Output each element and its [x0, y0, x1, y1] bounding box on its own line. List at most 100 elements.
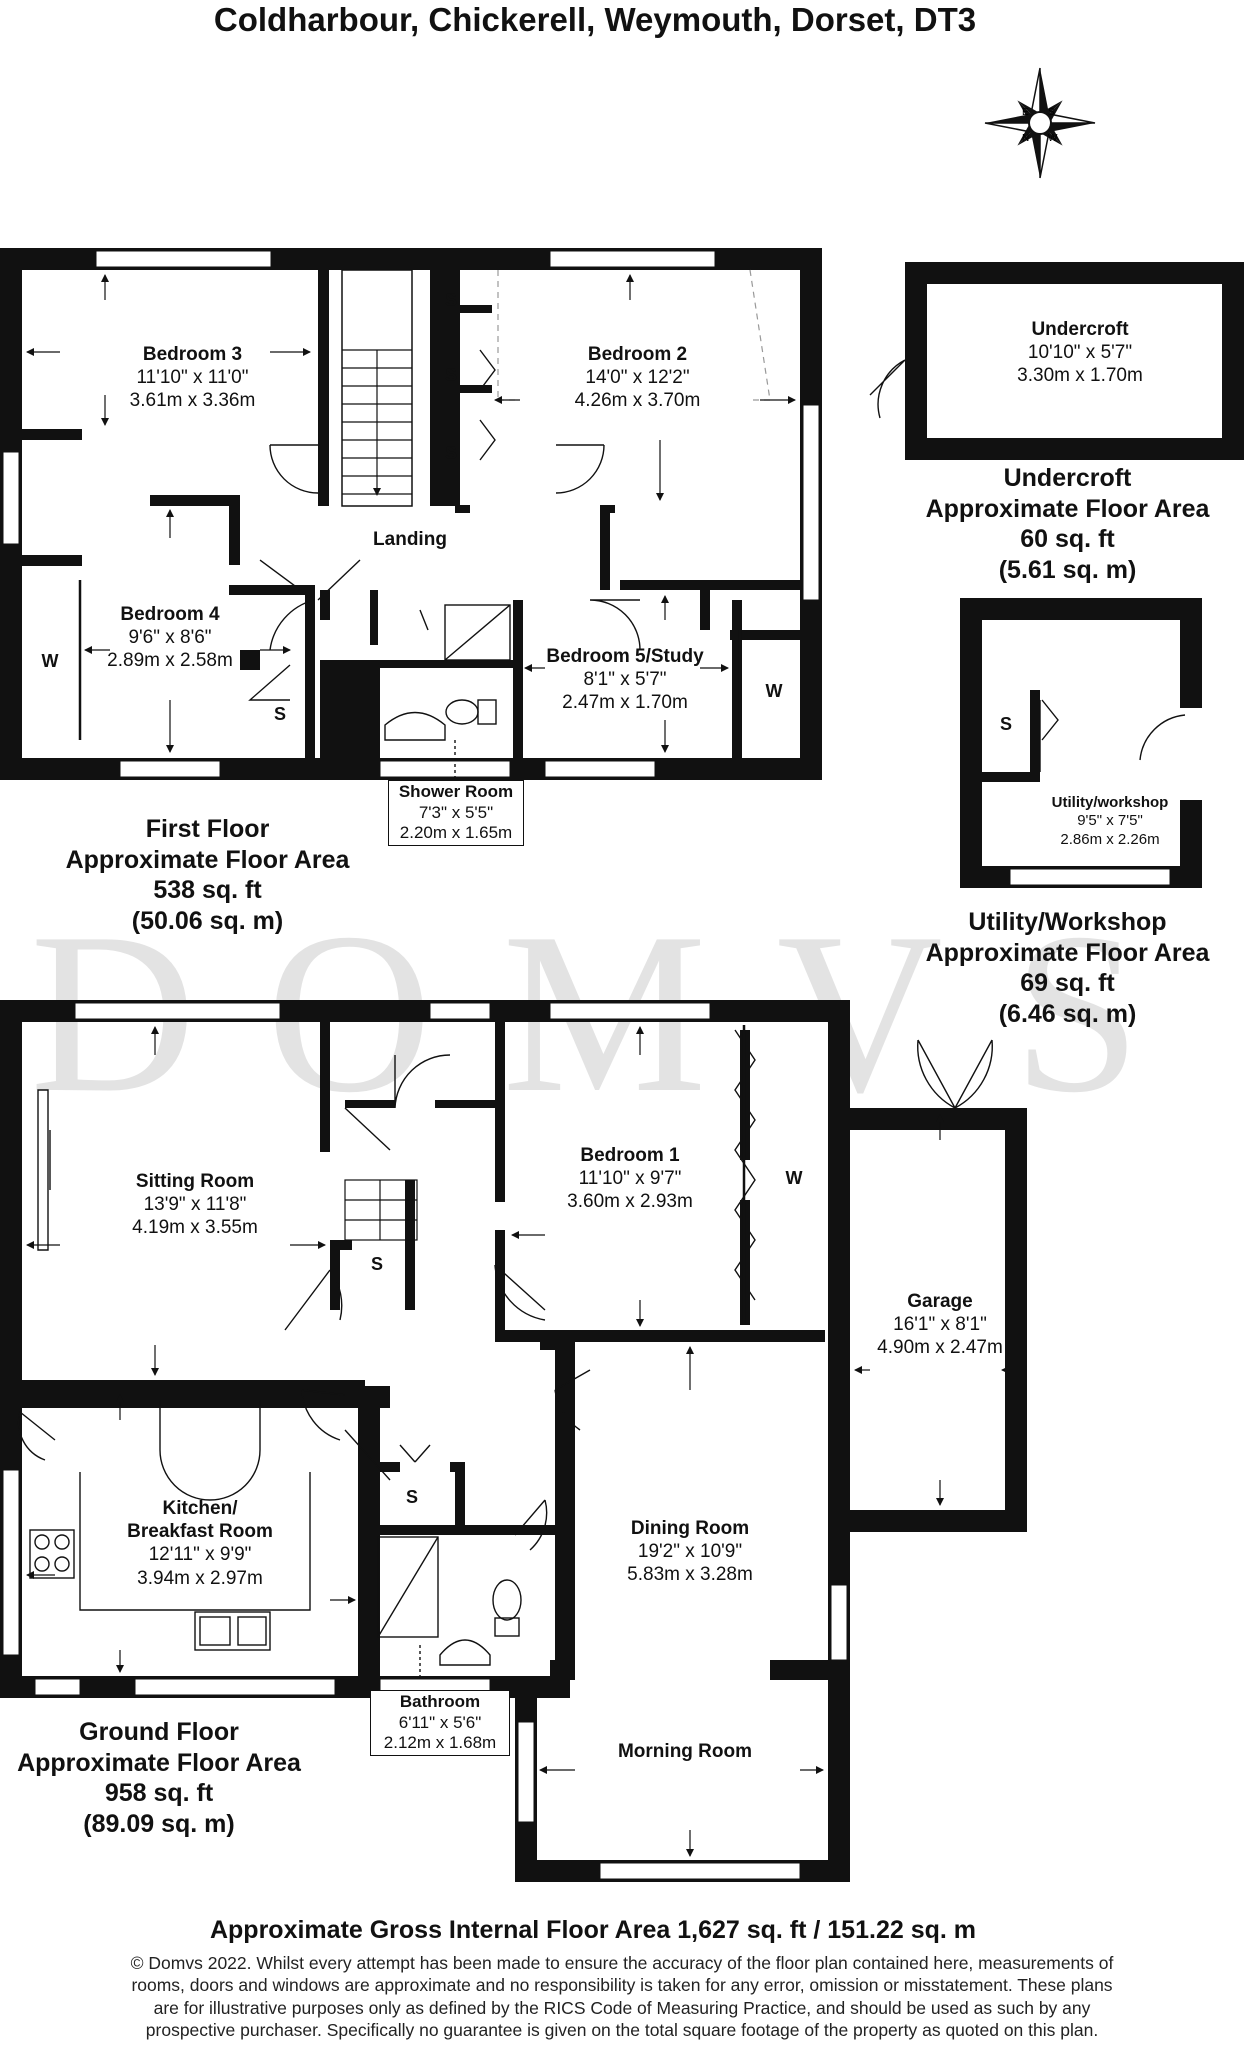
- ground-floor-fixtures: [29, 1089, 522, 1680]
- first-floor-windows: [2, 250, 820, 778]
- room-metric: 2.20m x 1.65m: [399, 823, 513, 843]
- room-metric: 2.47m x 1.70m: [562, 692, 688, 714]
- room-metric: 2.12m x 1.68m: [383, 1733, 497, 1753]
- area-floor-name: First Floor: [145, 815, 270, 843]
- room-metric: 2.86m x 2.26m: [1060, 830, 1160, 848]
- room-bathroom: Bathroom 6'11" x 5'6" 2.12m x 1.68m: [370, 1690, 510, 1757]
- area-caption: Approximate Floor Area: [925, 494, 1210, 523]
- area-caption: Approximate Floor Area: [925, 938, 1210, 967]
- compass-letter-s: S: [1048, 107, 1055, 118]
- room-name: Utility/workshop: [1051, 794, 1169, 811]
- room-morning-room: Morning Room: [617, 1741, 753, 1762]
- room-name: Shower Room: [398, 782, 514, 801]
- room-imperial: 12'11" x 9'9": [148, 1544, 252, 1566]
- undercroft-door: [869, 359, 906, 419]
- ground-floor-measure-arrows: [26, 1026, 1010, 1857]
- room-dining-room: Dining Room 19'2" x 10'9" 5.83m x 3.28m: [600, 1517, 780, 1587]
- room-imperial: 7'3" x 5'5": [418, 802, 494, 822]
- area-caption: Approximate Floor Area: [65, 845, 350, 874]
- disclaimer-line: rooms, doors and windows are approximate…: [131, 1975, 1113, 1996]
- area-sqm: (6.46 sq. m): [998, 999, 1137, 1028]
- room-shower-room: Shower Room 7'3" x 5'5" 2.20m x 1.65m: [388, 780, 524, 847]
- room-bedroom-3: Bedroom 3 11'10" x 11'0" 3.61m x 3.36m: [100, 343, 285, 413]
- undercroft-plan: [905, 262, 1244, 460]
- storage-label: S: [405, 1487, 418, 1507]
- room-metric: 2.89m x 2.58m: [107, 650, 233, 672]
- room-imperial: 6'11" x 5'6": [398, 1712, 482, 1732]
- room-bedroom-4: Bedroom 4 9'6" x 8'6" 2.89m x 2.58m: [90, 603, 250, 673]
- area-sqft: 958 sq. ft: [104, 1779, 214, 1807]
- room-bedroom-2: Bedroom 2 14'0" x 12'2" 4.26m x 3.70m: [545, 343, 730, 413]
- first-floor-stairs: [342, 349, 412, 496]
- room-bedroom-1: Bedroom 1 11'10" x 9'7" 3.60m x 2.93m: [540, 1144, 720, 1214]
- room-imperial: 13'9" x 11'8": [143, 1194, 247, 1216]
- room-metric: 5.83m x 3.28m: [627, 1564, 753, 1586]
- room-imperial: 19'2" x 10'9": [637, 1541, 743, 1563]
- undercroft-area: Undercroft Approximate Floor Area 60 sq.…: [895, 463, 1240, 585]
- area-sqm: (89.09 sq. m): [83, 1809, 235, 1838]
- room-sitting-room: Sitting Room 13'9" x 11'8" 4.19m x 3.55m: [100, 1170, 290, 1240]
- room-utility-workshop: Utility/workshop 9'5" x 7'5" 2.86m x 2.2…: [1040, 794, 1180, 849]
- area-floor-name: Ground Floor: [79, 1718, 239, 1746]
- room-imperial: 9'6" x 8'6": [128, 627, 212, 649]
- room-name: Bedroom 2: [587, 344, 688, 365]
- area-sqm: (50.06 sq. m): [131, 906, 284, 935]
- ground-floor-doors: [17, 1025, 993, 1611]
- compass-letter-w: W: [1048, 133, 1058, 144]
- gross-floor-area: Approximate Gross Internal Floor Area 1,…: [209, 1916, 976, 1944]
- room-metric: 4.90m x 2.47m: [877, 1337, 1003, 1359]
- room-undercroft: Undercroft 10'10" x 5'7" 3.30m x 1.70m: [1005, 318, 1155, 388]
- room-metric: 3.30m x 1.70m: [1017, 365, 1143, 387]
- room-metric: 3.61m x 3.36m: [129, 390, 256, 412]
- room-name: Undercroft: [1031, 319, 1129, 340]
- room-name: Sitting Room: [135, 1171, 255, 1192]
- disclaimer-line: © Domvs 2022. Whilst every attempt has b…: [130, 1953, 1114, 1973]
- area-floor-name: Undercroft: [1003, 464, 1132, 492]
- room-name: Bedroom 4: [120, 604, 220, 625]
- room-metric: 4.26m x 3.70m: [574, 390, 701, 412]
- area-caption: Approximate Floor Area: [17, 1748, 301, 1777]
- area-floor-name: Utility/Workshop: [968, 908, 1167, 936]
- room-name: Bathroom: [399, 1692, 481, 1711]
- room-landing: Landing: [373, 529, 447, 550]
- room-bedroom-5-study: Bedroom 5/Study 8'1" x 5'7" 2.47m x 1.70…: [530, 645, 720, 715]
- first-floor-doors: [78, 349, 742, 740]
- area-sqft: 69 sq. ft: [1020, 969, 1115, 997]
- room-metric: 3.60m x 2.93m: [567, 1191, 693, 1213]
- room-imperial: 11'10" x 9'7": [578, 1168, 682, 1190]
- ground-floor-plan: [0, 1000, 1027, 1882]
- room-metric: 4.19m x 3.55m: [132, 1217, 258, 1239]
- utility-workshop-area: Utility/Workshop Approximate Floor Area …: [895, 907, 1240, 1029]
- area-sqm: (5.61 sq. m): [998, 555, 1137, 584]
- room-imperial: 10'10" x 5'7": [1027, 342, 1133, 364]
- storage-label: S: [444, 365, 457, 385]
- room-garage: Garage 16'1" x 8'1" 4.90m x 2.47m: [860, 1290, 1020, 1360]
- room-kitchen-breakfast: Kitchen/ Breakfast Room 12'11" x 9'9" 3.…: [105, 1497, 295, 1590]
- room-imperial: 14'0" x 12'2": [585, 367, 690, 389]
- ground-floor-area: Ground Floor Approximate Floor Area 958 …: [0, 1717, 318, 1839]
- compass-letter-n: N: [1022, 133, 1029, 144]
- room-imperial: 11'10" x 11'0": [136, 367, 249, 389]
- first-floor-measure-arrows: [26, 274, 796, 753]
- storage-label: S: [444, 290, 457, 310]
- first-floor-area: First Floor Approximate Floor Area 538 s…: [30, 814, 385, 936]
- utility-window: [1009, 868, 1171, 886]
- shower-room-fixtures: [384, 604, 511, 780]
- room-name: Bedroom 3: [142, 344, 243, 365]
- wardrobe-label: W: [765, 681, 783, 701]
- compass-rose: E S N W: [984, 67, 1096, 179]
- storage-label: S: [273, 704, 286, 724]
- room-name: Bedroom 5/Study: [546, 646, 704, 667]
- compass-letter-e: E: [1022, 107, 1029, 118]
- area-sqft: 60 sq. ft: [1020, 525, 1115, 553]
- room-name: Garage: [907, 1291, 973, 1312]
- area-sqft: 538 sq. ft: [153, 876, 262, 904]
- room-imperial: 16'1" x 8'1": [893, 1314, 987, 1336]
- room-imperial: 9'5" x 7'5": [1077, 812, 1143, 830]
- room-name: Bedroom 1: [580, 1145, 680, 1166]
- page-title: Coldharbour, Chickerell, Weymouth, Dorse…: [213, 1, 977, 38]
- storage-label: S: [370, 1254, 383, 1274]
- disclaimer-line: are for illustrative purposes only as de…: [153, 1997, 1091, 2018]
- ground-floor-stairs: [344, 1179, 418, 1241]
